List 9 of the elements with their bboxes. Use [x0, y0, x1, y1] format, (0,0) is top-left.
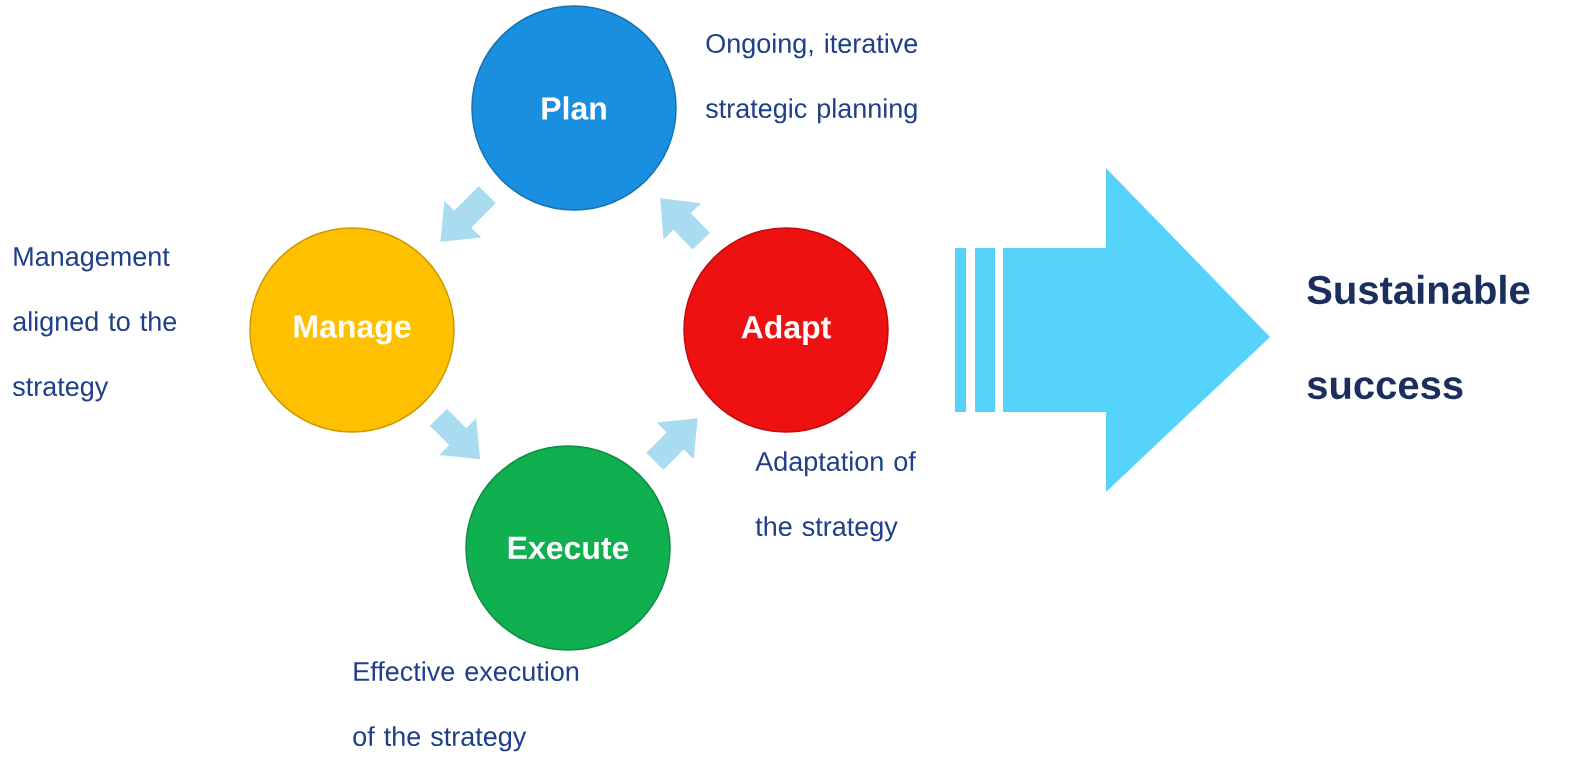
cycle-arrow [646, 418, 698, 470]
cycle-arrow [660, 198, 710, 250]
caption-text: Effective execution of the strategy [353, 661, 579, 752]
caption-text: Adaptation of the strategy [755, 451, 916, 542]
caption-text: Ongoing, iterative strategic planning [705, 33, 918, 124]
result-text: Sustainable success [1307, 274, 1530, 400]
caption-text: Management aligned to the strategy [12, 247, 177, 402]
cycle-arrow [440, 186, 496, 242]
block-arrow [955, 168, 1270, 492]
